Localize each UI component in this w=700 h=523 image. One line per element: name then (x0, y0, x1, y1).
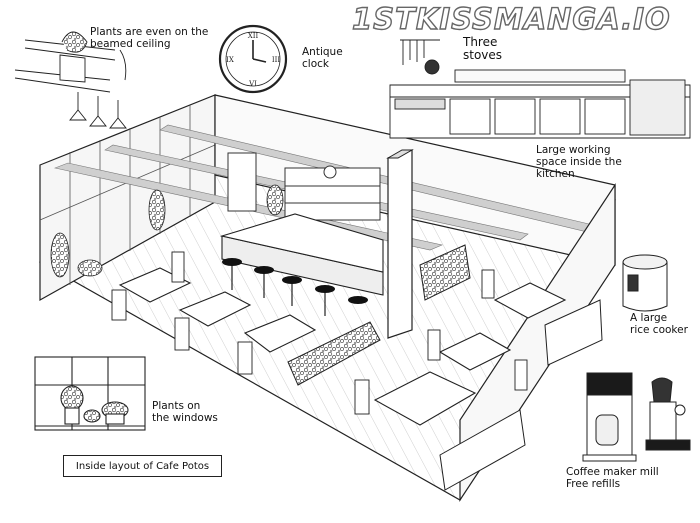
label-plants-ceiling: Plants are even on the beamed ceiling (90, 26, 209, 50)
watermark-text: 1STKISSMANGA.IO (351, 1, 671, 36)
window-plants-icon (34, 356, 146, 431)
svg-text:III: III (272, 56, 281, 64)
svg-text:VI: VI (248, 80, 257, 88)
coffee-mill-icon (582, 372, 691, 462)
label-antique-clock: Antique clock (302, 46, 343, 70)
svg-text:XII: XII (248, 32, 259, 40)
label-three-stoves: Three stoves (463, 35, 503, 62)
label-coffee-maker: Coffee maker mill Free refills (566, 466, 659, 490)
label-plants-windows: Plants on the windows (152, 400, 218, 424)
caption-box: Inside layout of Cafe Potos (63, 455, 222, 477)
label-rice-cooker: A large rice cooker (630, 312, 688, 336)
antique-clock-icon: XII III VI IX (218, 24, 288, 94)
svg-text:IX: IX (226, 56, 234, 64)
label-kitchen-space: Large working space inside the kitchen (536, 144, 622, 180)
rice-cooker-icon (622, 254, 668, 312)
caption-text: Inside layout of Cafe Potos (75, 460, 210, 472)
kitchen-stoves-icon (389, 39, 691, 139)
plants-ceiling-icon (14, 31, 127, 129)
